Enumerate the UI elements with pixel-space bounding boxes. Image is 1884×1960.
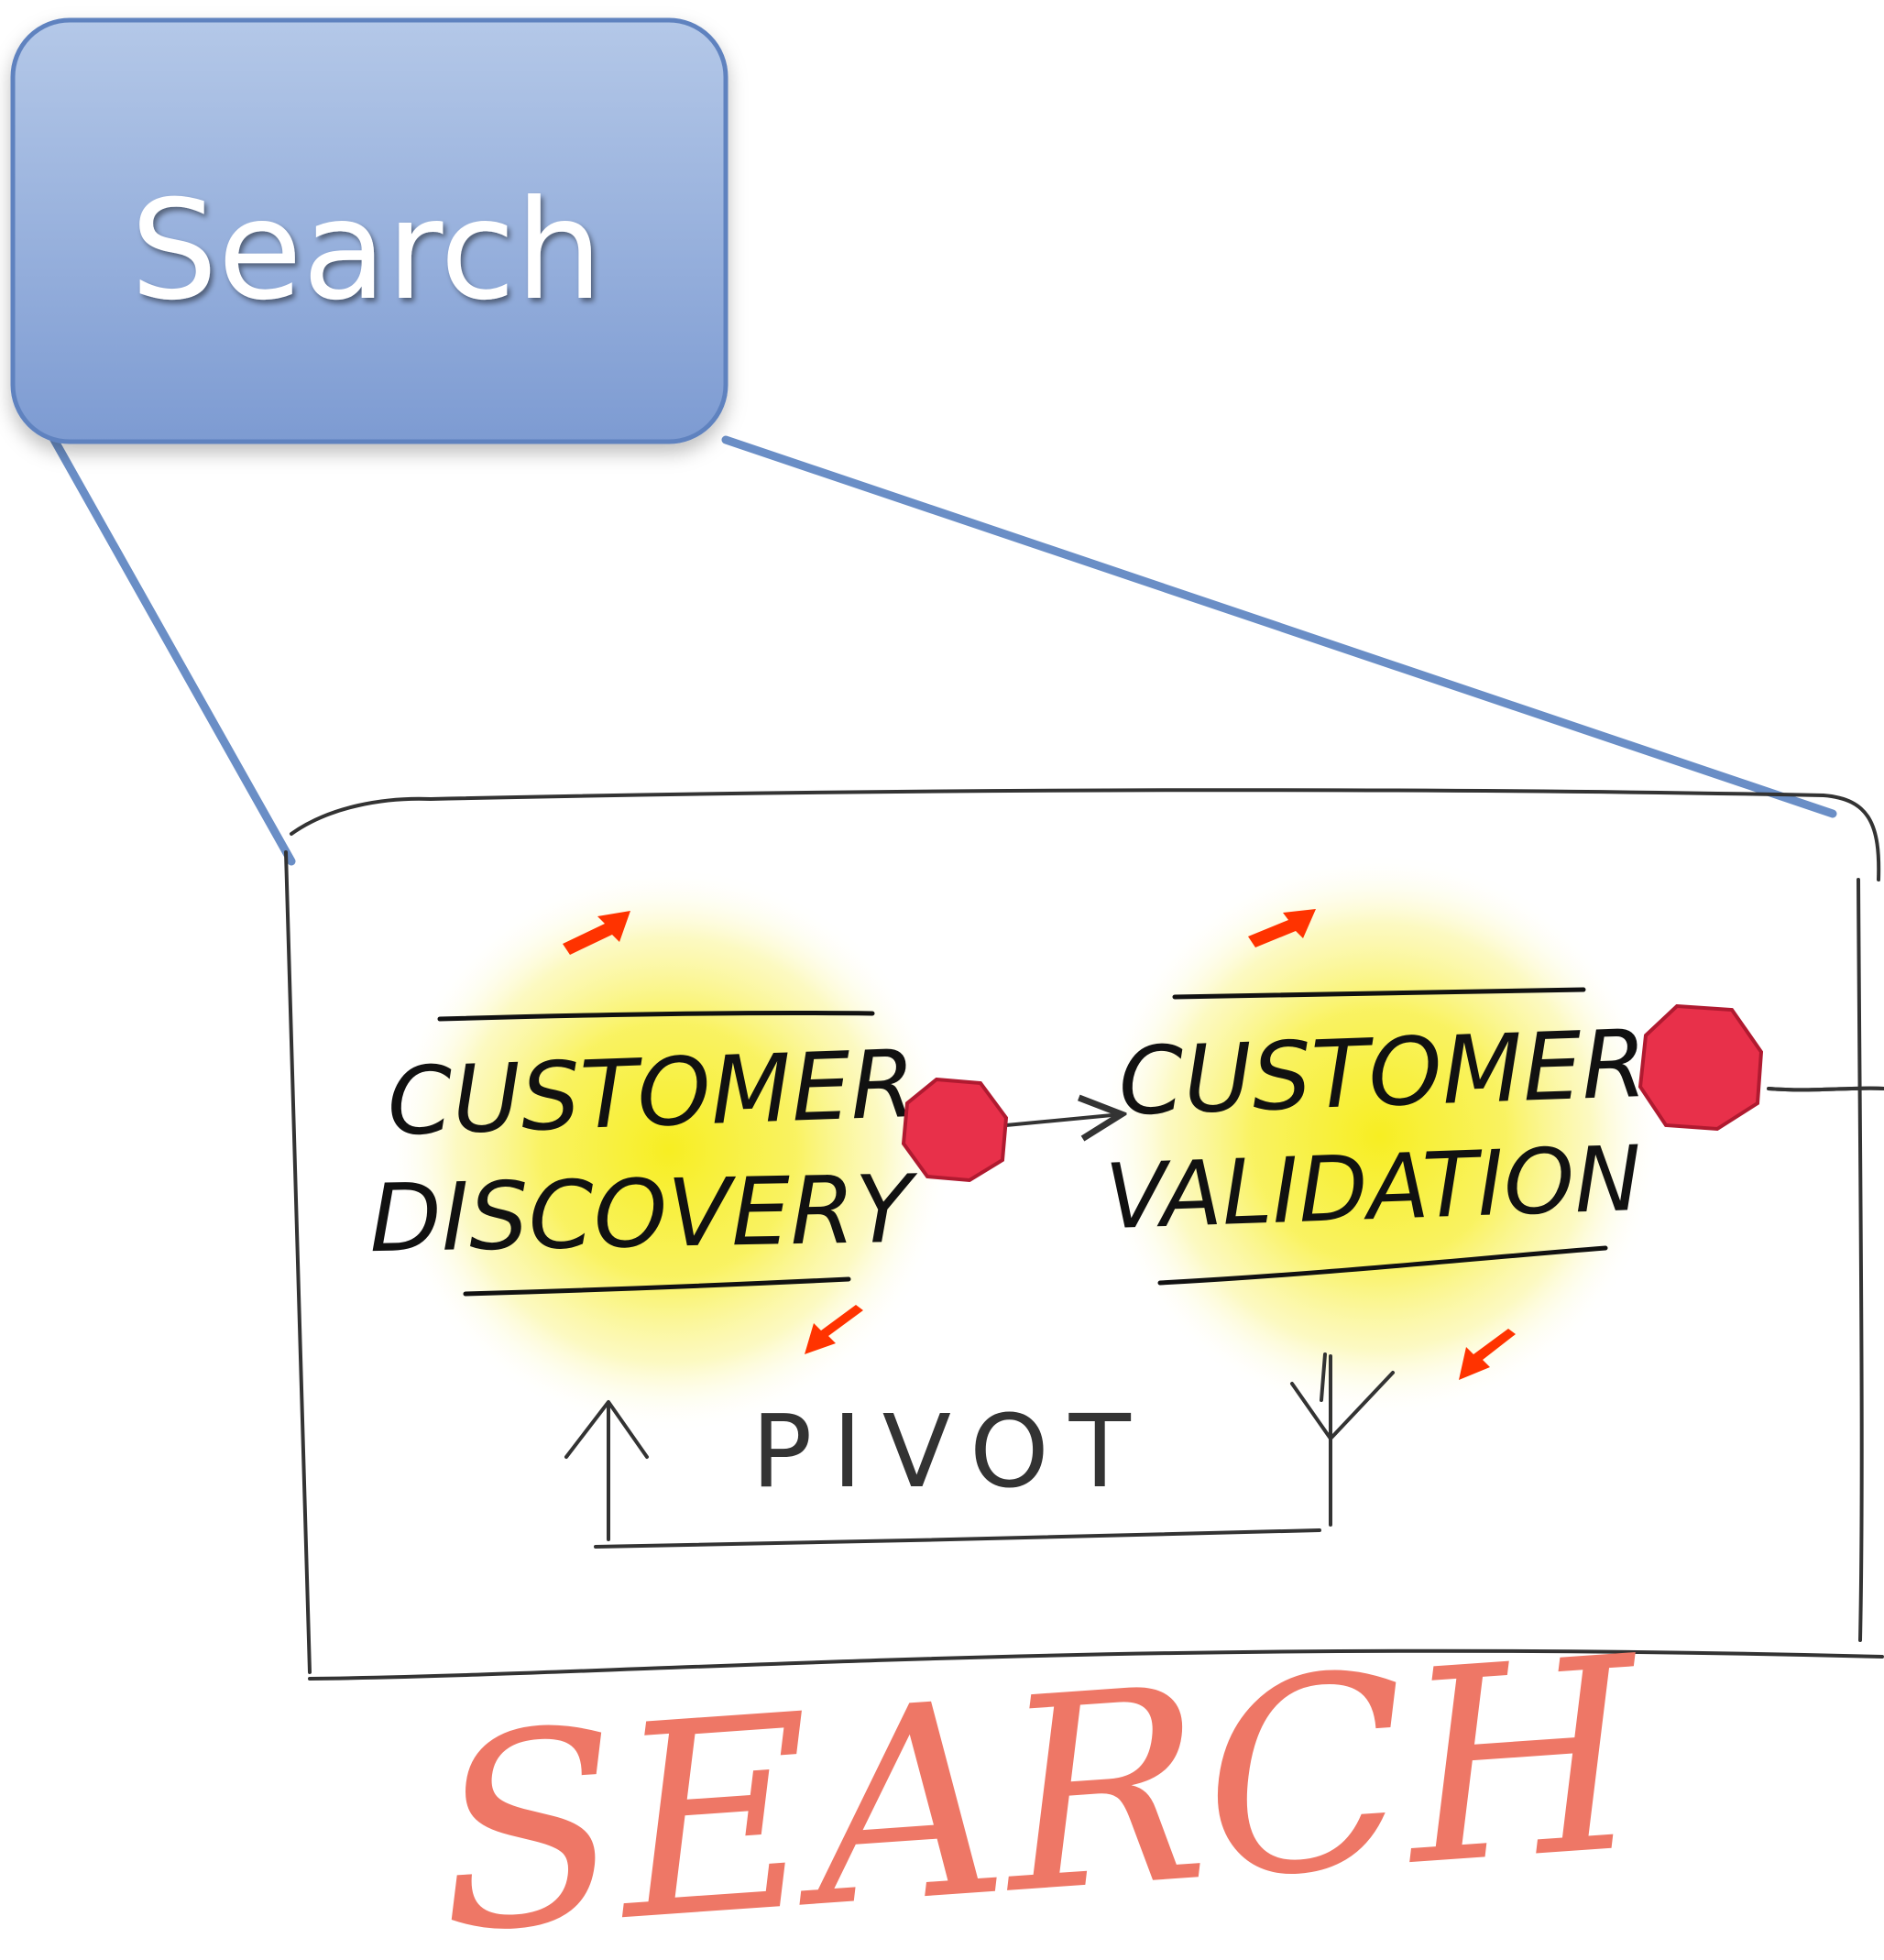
search-callout [10,17,728,444]
validation-line1: CUSTOMER [1117,1010,1648,1137]
discovery-line2: DISCOVERY [368,1155,919,1274]
red-arrow-icon [805,1305,863,1354]
discovery-overline [437,1010,875,1022]
validation-underline [1157,1245,1608,1286]
stage-customer-discovery: CUSTOMER DISCOVERY [368,1010,919,1297]
pivot-bottom-line [594,1528,1321,1549]
stage-customer-validation: CUSTOMER VALIDATION [1103,987,1648,1286]
connector-right [721,435,1837,818]
cycle-arrows [563,909,1516,1380]
stop-octagons [901,1003,1764,1183]
stop-octagon-icon [901,1077,1009,1183]
search-callout-label: Search [130,171,602,331]
sketch-frame [284,788,1884,1681]
stop-octagon-icon [1638,1003,1764,1132]
pivot-up-arrow [564,1400,649,1541]
red-arrow-icon [1459,1329,1516,1380]
search-caption: SEARCH [427,1600,1654,1960]
pivot-label: PIVOT [751,1393,1151,1510]
pivot-loop [564,1352,1395,1549]
discovery-line1: CUSTOMER [386,1030,917,1157]
red-arrow-icon [1248,909,1316,947]
pivot-right-stem [1290,1352,1395,1527]
callout-connectors [49,433,1837,866]
connector-left [49,433,296,866]
discovery-to-validation-arrow [1005,1114,1122,1125]
discovery-underline [463,1276,851,1297]
red-arrow-icon [563,911,630,955]
validation-exit-line [1768,1086,1884,1092]
validation-overline [1172,987,1586,1000]
validation-line2: VALIDATION [1103,1127,1643,1250]
